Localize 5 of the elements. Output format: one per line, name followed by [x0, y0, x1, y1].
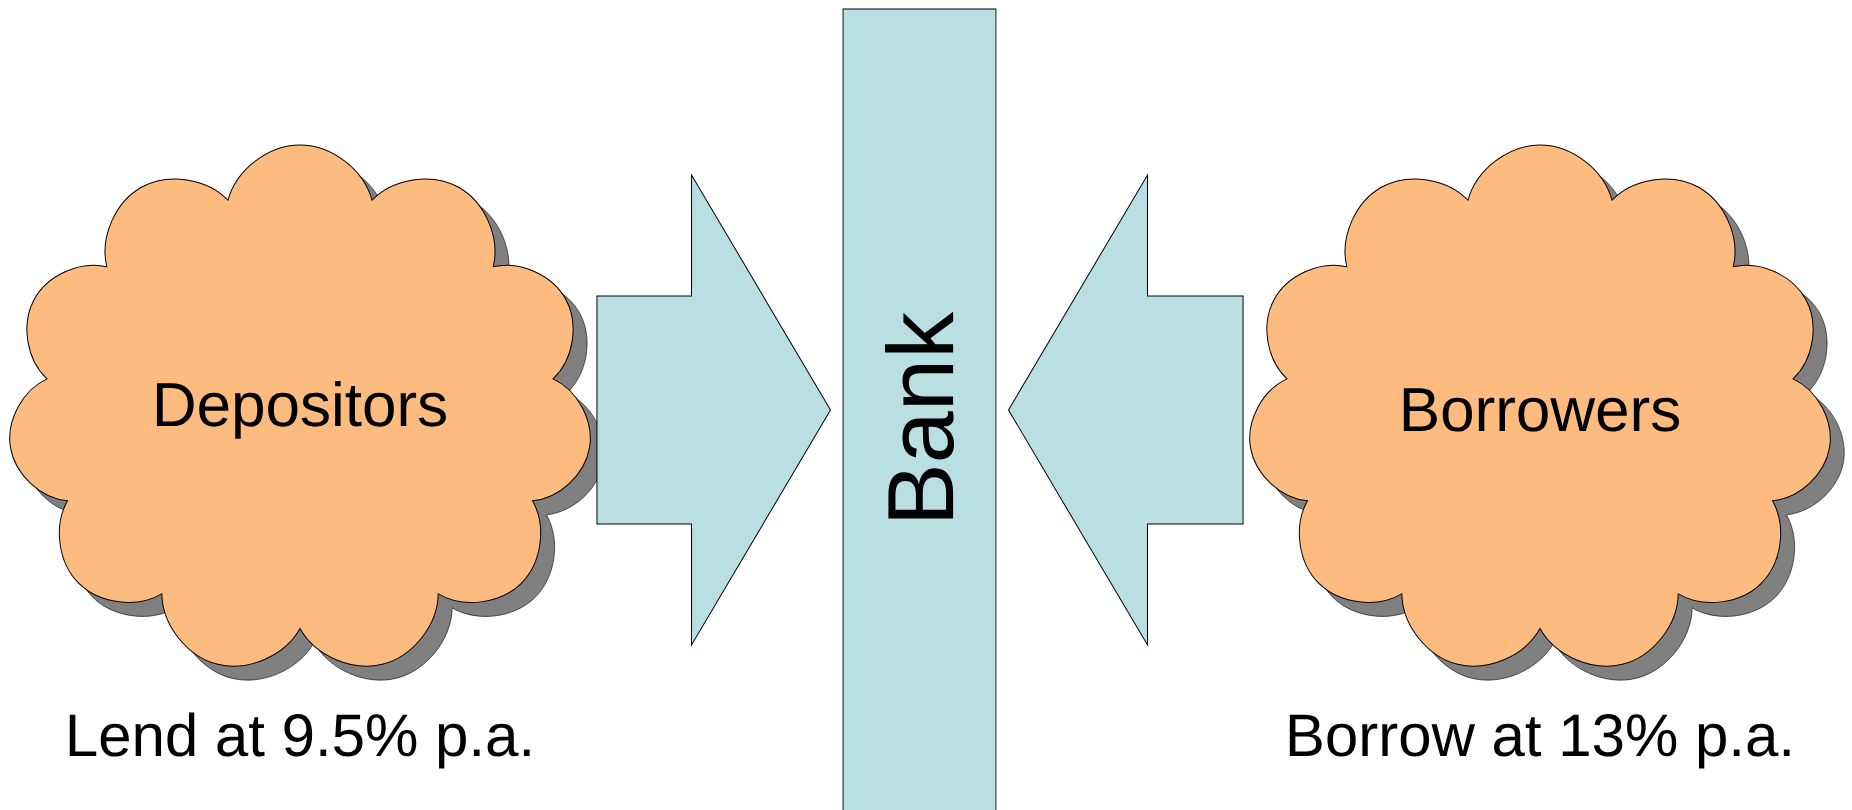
rate-text: Lend at 9.5% p.a. — [69, 712, 530, 769]
block-arrow — [1008, 174, 1244, 646]
block-arrow — [596, 174, 831, 646]
rate-text: Borrow at 13% p.a. — [1289, 714, 1790, 769]
bank-bar: Bank — [842, 8, 997, 810]
